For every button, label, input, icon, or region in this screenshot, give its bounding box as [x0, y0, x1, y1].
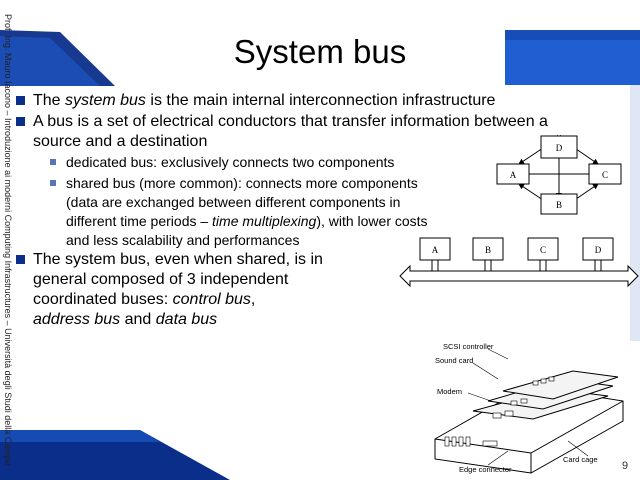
- decoration-bottom-left: [0, 430, 230, 480]
- label-edge-connector: Edge connector: [459, 465, 512, 474]
- shared-bus-diagram: A B C D: [399, 237, 639, 288]
- subbullet-marker: [50, 159, 56, 165]
- node-b-label: B: [556, 200, 562, 210]
- node-b: [540, 193, 578, 215]
- decoration-top-left: [0, 30, 115, 86]
- subbullet-marker: [50, 180, 56, 186]
- subbullet-line2: (data are exchanged between different co…: [66, 194, 401, 210]
- bullet-text-line1: A bus is a set of electrical conductors …: [33, 113, 548, 130]
- subbullet-line1: shared bus (more common): connects more …: [66, 175, 418, 191]
- bullet-text: is the main internal interconnection inf…: [145, 92, 496, 109]
- shared-node-d-label: D: [595, 245, 602, 255]
- bullet-text-line2: source and a destination: [33, 133, 208, 150]
- shared-node-c: [527, 237, 559, 261]
- shared-node-a-label: A: [432, 245, 439, 255]
- shared-node-b-label: B: [485, 245, 491, 255]
- bullet-text-line2: general composed of 3 independent: [33, 271, 289, 288]
- subbullet-shared-bus: shared bus (more common): connects more …: [50, 174, 480, 250]
- bullet-system-bus: The system bus is the main internal inte…: [16, 91, 576, 111]
- shared-node-a: [419, 237, 451, 261]
- card-cage-illustration: SCSI controller Sound card Modem Edge co…: [433, 341, 640, 480]
- subbullet-text: dedicated bus: exclusively connects two …: [66, 154, 395, 170]
- bullet-text-line4: address bus and data bus: [33, 311, 218, 328]
- slide-number: 9: [622, 460, 629, 472]
- bullet-marker: [16, 117, 25, 126]
- node-d: [540, 135, 578, 159]
- slide-title: System bus: [233, 33, 407, 70]
- sidebar-footer-text: Prof. Ing. Mauro Iacono – Introduzione a…: [3, 14, 13, 466]
- bullet-bus-definition: A bus is a set of electrical conductors …: [16, 112, 626, 152]
- subbullet-dedicated-bus: dedicated bus: exclusively connects two …: [50, 153, 480, 172]
- node-a-label: A: [510, 170, 517, 180]
- label-card-cage: Card cage: [563, 455, 598, 464]
- shared-node-c-label: C: [540, 245, 546, 255]
- node-a: [496, 163, 530, 185]
- bullet-text: The: [33, 92, 66, 109]
- dedicated-bus-diagram: D A C B: [496, 134, 622, 215]
- bullet-marker: [16, 255, 25, 264]
- shared-bus-line: [399, 264, 639, 288]
- subbullet-line4: and less scalability and performances: [66, 232, 300, 248]
- bullet-text-line3: coordinated buses: control bus,: [33, 291, 256, 308]
- bullet-system-bus-composition: The system bus, even when shared, is in …: [16, 250, 396, 332]
- node-d-label: D: [556, 143, 563, 153]
- decoration-right-edge: [630, 85, 640, 355]
- subbullet-line3: different time periods – time multiplexi…: [66, 213, 428, 229]
- label-sound-card: Sound card: [435, 356, 473, 365]
- shared-node-d: [582, 237, 614, 261]
- node-c: [588, 163, 622, 185]
- bullet-emphasis: system bus: [65, 92, 146, 109]
- shared-node-b: [472, 237, 504, 261]
- bullet-text-line1: The system bus, even when shared, is in: [33, 251, 323, 268]
- decoration-top-right: [505, 30, 640, 85]
- label-scsi-controller: SCSI controller: [443, 342, 494, 351]
- node-c-label: C: [602, 170, 608, 180]
- bullet-marker: [16, 96, 25, 105]
- label-modem: Modem: [437, 387, 462, 396]
